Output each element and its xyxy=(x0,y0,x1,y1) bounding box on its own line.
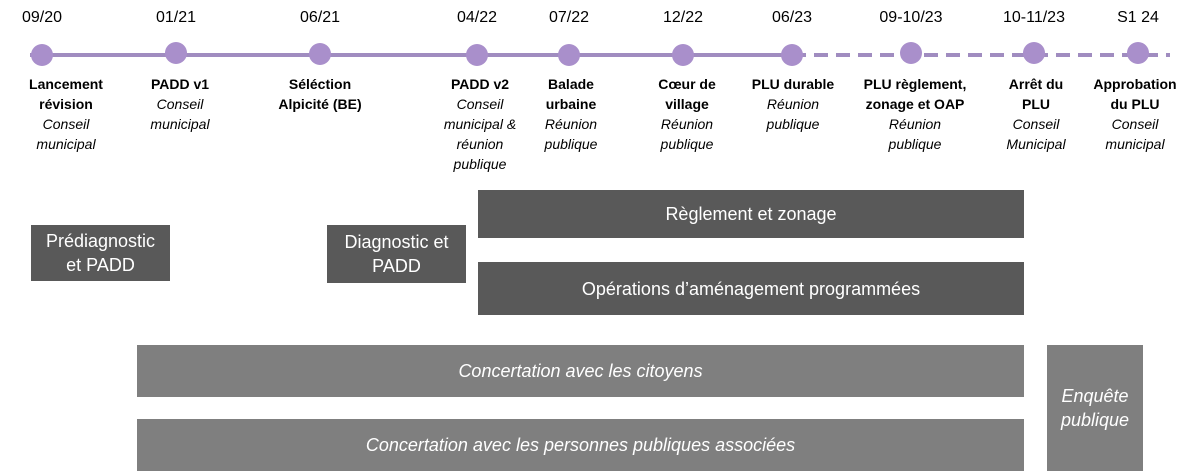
milestone-title: Balade urbaine xyxy=(545,76,597,112)
milestone-title: PADD v2 xyxy=(450,76,510,92)
milestone-label: PLU durable Réunion publique xyxy=(738,74,848,134)
phase-operations: Opérations d’aménagement programmées xyxy=(478,262,1024,315)
phase-label: Diagnostic et PADD xyxy=(344,232,449,276)
milestone-title: PLU règlement, zonage et OAP xyxy=(863,76,967,112)
date-label: 01/21 xyxy=(155,9,197,26)
milestone-subtitle: Réunion publique xyxy=(888,116,942,152)
phase-label: Règlement et zonage xyxy=(665,204,837,224)
milestone-label: Lancement révision Conseil municipal xyxy=(11,74,121,154)
milestone-marker xyxy=(309,43,331,65)
date-label: 06/21 xyxy=(299,9,341,26)
phase-label: Prédiagnostic et PADD xyxy=(45,231,156,275)
milestone-marker xyxy=(558,44,580,66)
milestone-marker xyxy=(1023,42,1045,64)
milestone-subtitle: Conseil municipal xyxy=(150,96,210,132)
phase-label: Concertation avec les personnes publique… xyxy=(365,435,796,455)
phase-label: Enquête publique xyxy=(1060,386,1130,430)
milestone-label: PLU règlement, zonage et OAP Réunion pub… xyxy=(850,74,980,154)
milestone-label: PADD v1 Conseil municipal xyxy=(130,74,230,134)
date-label: 10-11/23 xyxy=(1003,9,1065,26)
milestone-marker xyxy=(165,42,187,64)
milestone-marker xyxy=(31,44,53,66)
milestone-marker xyxy=(1127,42,1149,64)
date-label: 07/22 xyxy=(548,9,590,26)
phase-enquete-publique: Enquête publique xyxy=(1047,345,1143,471)
date-label: 09/20 xyxy=(21,9,63,26)
phase-reglement-zonage: Règlement et zonage xyxy=(478,190,1024,238)
date-label: S1 24 xyxy=(1117,9,1159,26)
milestone-label: Cœur de village Réunion publique xyxy=(642,74,732,154)
phase-label: Opérations d’aménagement programmées xyxy=(581,278,921,299)
milestone-title: Lancement révision xyxy=(29,76,103,112)
milestone-subtitle: Réunion publique xyxy=(660,116,714,152)
milestone-label: PADD v2 Conseil municipal & réunion publ… xyxy=(430,74,530,174)
date-label: 12/22 xyxy=(662,9,704,26)
milestone-marker xyxy=(781,44,803,66)
date-label: 09-10/23 xyxy=(879,9,943,26)
milestone-marker xyxy=(672,44,694,66)
phase-diagnostic: Diagnostic et PADD xyxy=(327,225,466,283)
milestone-marker xyxy=(900,42,922,64)
milestone-title: PADD v1 xyxy=(150,76,210,92)
milestone-label: Arrêt du PLU Conseil Municipal xyxy=(991,74,1081,154)
date-label: 04/22 xyxy=(456,9,498,26)
milestone-title: Séléction Alpicité (BE) xyxy=(278,76,362,112)
milestone-title: Cœur de village xyxy=(658,76,716,112)
milestone-title: Arrêt du PLU xyxy=(1008,76,1064,112)
milestone-subtitle: Réunion publique xyxy=(766,96,820,132)
phase-concertation-ppa: Concertation avec les personnes publique… xyxy=(137,419,1024,471)
milestone-label: Balade urbaine Réunion publique xyxy=(531,74,611,154)
milestone-subtitle: Conseil municipal xyxy=(1105,116,1165,152)
milestone-marker xyxy=(466,44,488,66)
milestone-subtitle: Conseil municipal & réunion publique xyxy=(443,96,517,172)
date-label: 06/23 xyxy=(771,9,813,26)
milestone-subtitle: Conseil municipal xyxy=(36,116,96,152)
milestone-title: Approbation du PLU xyxy=(1093,76,1177,112)
timeline xyxy=(30,42,1170,66)
milestone-subtitle: Conseil Municipal xyxy=(1006,116,1066,152)
milestone-label: Séléction Alpicité (BE) xyxy=(270,74,370,114)
milestone-subtitle: Réunion publique xyxy=(544,116,598,152)
phase-concertation-citoyens: Concertation avec les citoyens xyxy=(137,345,1024,397)
milestone-title: PLU durable xyxy=(751,76,835,92)
phase-prediagnostic: Prédiagnostic et PADD xyxy=(31,225,170,281)
phase-label: Concertation avec les citoyens xyxy=(458,361,703,381)
milestone-label: Approbation du PLU Conseil municipal xyxy=(1087,74,1183,154)
